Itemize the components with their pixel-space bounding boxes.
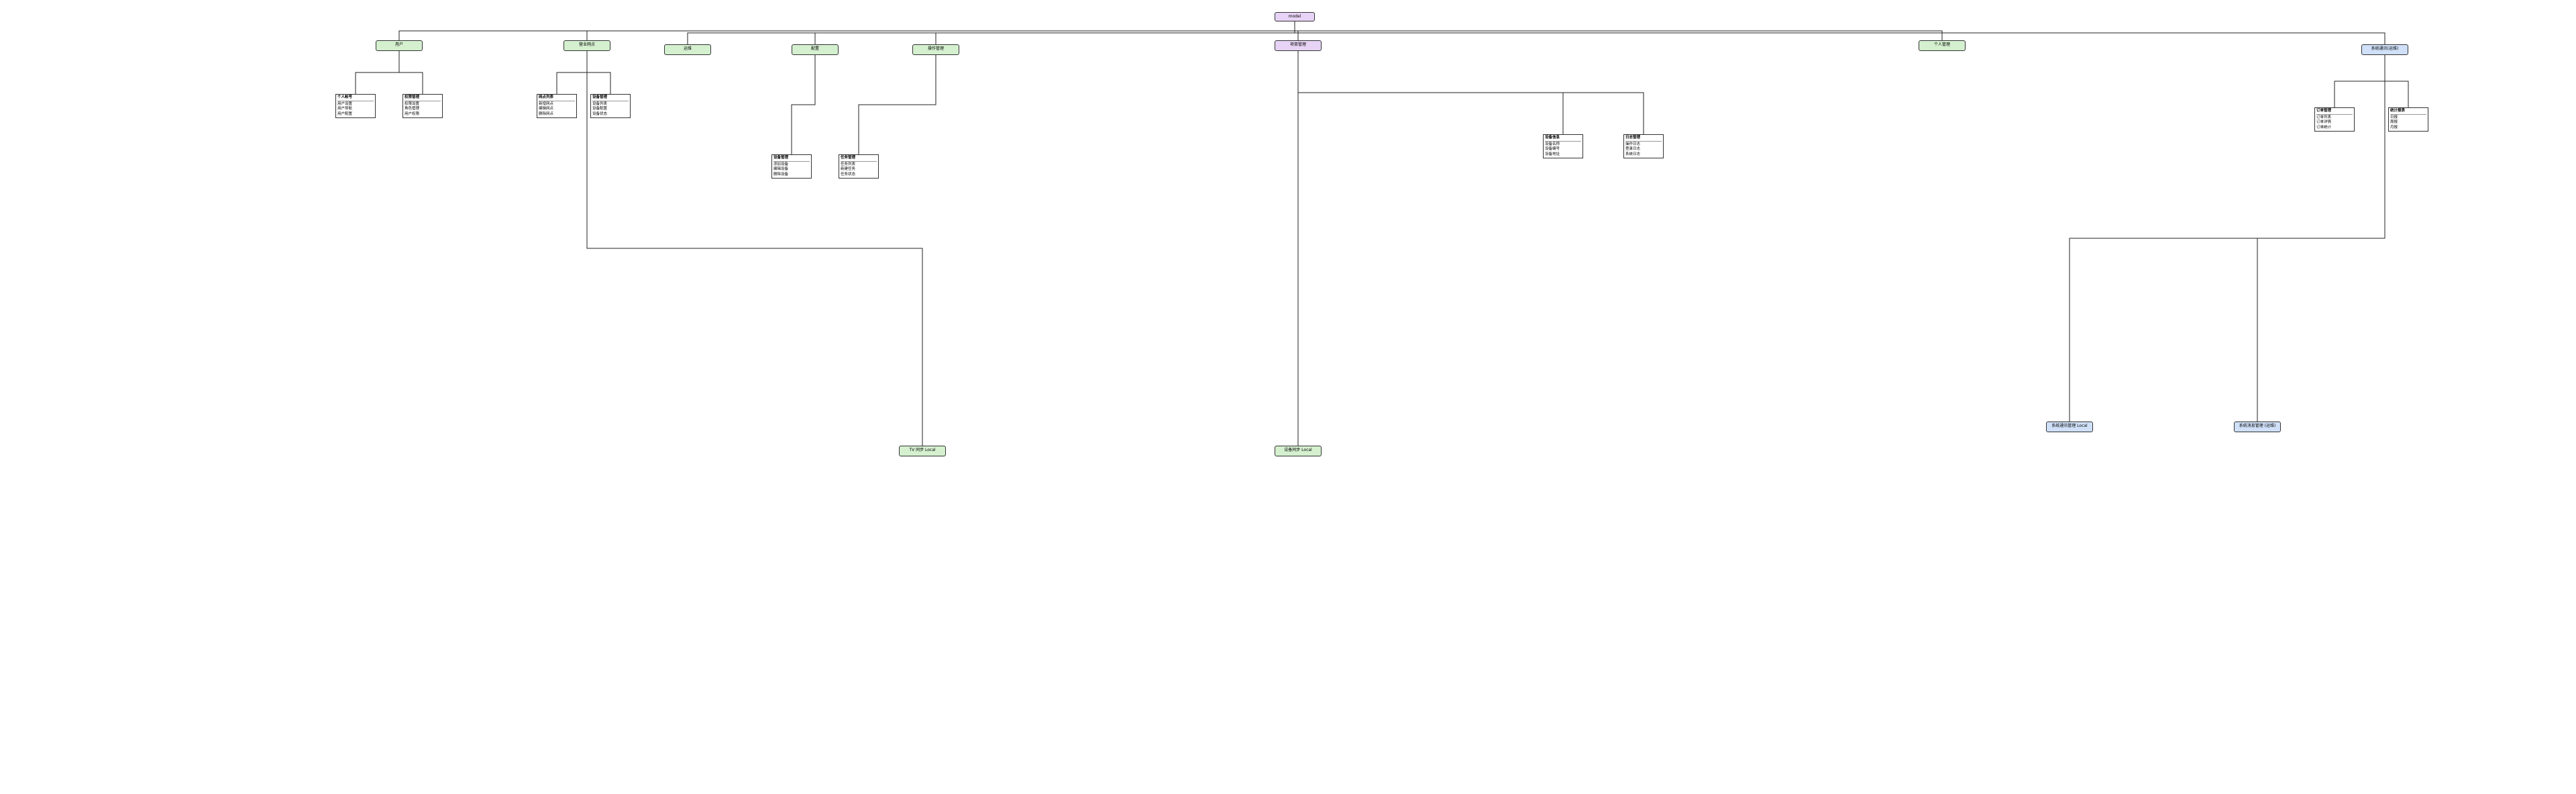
module-list: 设备管理设备列表设备配置设备状态 xyxy=(590,94,631,118)
module-list-title: 权限管理 xyxy=(405,95,441,101)
connector-line xyxy=(1294,21,2385,44)
group-node: 运维 xyxy=(664,44,711,55)
module-list-title: 设备信息 xyxy=(1545,136,1581,142)
module-list-row: 角色管理 xyxy=(405,107,420,111)
module-list-row: 删除网点 xyxy=(539,111,554,116)
module-list-row: 设备状态 xyxy=(592,111,608,116)
group-node: 操作管理 xyxy=(912,44,959,55)
module-list-title: 设备管理 xyxy=(592,95,629,101)
module-list: 日志管理操作日志登录日志系统日志 xyxy=(1623,134,1664,158)
module-list-row: 新增网点 xyxy=(539,101,554,106)
module-list-row: 用户配置 xyxy=(337,111,353,116)
module-list: 订单管理订单列表订单详情订单统计 xyxy=(2314,107,2355,132)
module-list-row: 订单列表 xyxy=(2316,115,2332,119)
group-node: TV 同步 Local xyxy=(899,446,946,456)
group-node: 配置 xyxy=(792,44,839,55)
module-list-row: 设备配置 xyxy=(592,107,608,111)
group-node: 个人管理 xyxy=(1919,40,1966,51)
module-list-title: 个人帐号 xyxy=(337,95,374,101)
module-list-row: 操作日志 xyxy=(1625,142,1641,146)
module-list-row: 周报 xyxy=(2390,120,2398,124)
module-list-row: 任务列表 xyxy=(841,162,856,166)
group-node: 系统消息管理 (运维) xyxy=(2234,421,2281,432)
connector-line xyxy=(586,51,611,94)
module-list: 网点列表新增网点编辑网点删除网点 xyxy=(537,94,577,118)
module-list-row: 用户设置 xyxy=(337,101,353,106)
module-list: 权限管理权限设置角色管理用户权限 xyxy=(402,94,443,118)
connector-line xyxy=(858,55,936,154)
connector-line xyxy=(398,51,423,94)
module-list-row: 编辑网点 xyxy=(539,107,554,111)
module-list-row: 订单统计 xyxy=(2316,125,2332,130)
group-node: 设备同步 Local xyxy=(1275,446,1322,456)
module-list: 统计报表日报周报月报 xyxy=(2388,107,2428,132)
module-list-title: 网点列表 xyxy=(539,95,575,101)
module-list-title: 日志管理 xyxy=(1625,136,1662,142)
root-node: model xyxy=(1275,12,1315,21)
module-list-row: 日报 xyxy=(2390,115,2398,119)
connector-line xyxy=(355,51,400,94)
module-list-title: 设备管理 xyxy=(773,156,810,162)
module-list-row: 添加设备 xyxy=(773,162,789,166)
module-list-title: 任务管理 xyxy=(841,156,877,162)
connector-line xyxy=(791,55,816,154)
module-list-title: 统计报表 xyxy=(2390,109,2426,115)
module-list-title: 订单管理 xyxy=(2316,109,2353,115)
group-node: 系统通讯(运维) xyxy=(2361,44,2408,55)
connector-line xyxy=(586,51,923,446)
connector-line xyxy=(1294,21,1943,40)
connector-line xyxy=(935,21,1295,44)
connector-line xyxy=(586,21,1295,40)
module-list: 任务管理任务列表新建任务任务状态 xyxy=(839,154,879,179)
module-list-row: 权限设置 xyxy=(405,101,420,106)
group-node: 营业网点 xyxy=(564,40,610,51)
module-list-row: 设备编号 xyxy=(1545,147,1560,151)
module-list-row: 任务状态 xyxy=(841,172,856,177)
module-list-row: 登录日志 xyxy=(1625,147,1641,151)
connector-line xyxy=(2384,55,2409,107)
module-list-row: 系统日志 xyxy=(1625,152,1641,156)
group-node: 系统通讯管理 Local xyxy=(2046,421,2093,432)
module-list-row: 编辑设备 xyxy=(773,167,789,171)
module-list-row: 用户权限 xyxy=(405,111,420,116)
module-list: 设备信息设备名称设备编号设备地址 xyxy=(1543,134,1583,158)
connector-line xyxy=(1297,51,1644,134)
connector-line xyxy=(2334,55,2385,107)
group-node: 用户 xyxy=(376,40,423,51)
module-list-row: 设备名称 xyxy=(1545,142,1560,146)
module-list-row: 订单详情 xyxy=(2316,120,2332,124)
group-node: 项目管理 xyxy=(1275,40,1322,51)
module-list: 个人帐号用户设置用户导航用户配置 xyxy=(335,94,376,118)
module-list-row: 设备地址 xyxy=(1545,152,1560,156)
connector-line xyxy=(556,51,588,94)
module-list-row: 设备列表 xyxy=(592,101,608,106)
module-list-row: 用户导航 xyxy=(337,107,353,111)
module-list-row: 删除设备 xyxy=(773,172,789,177)
connector-line xyxy=(2257,55,2385,421)
module-list-row: 月报 xyxy=(2390,125,2398,130)
module-list: 设备管理添加设备编辑设备删除设备 xyxy=(771,154,812,179)
module-list-row: 新建任务 xyxy=(841,167,856,171)
